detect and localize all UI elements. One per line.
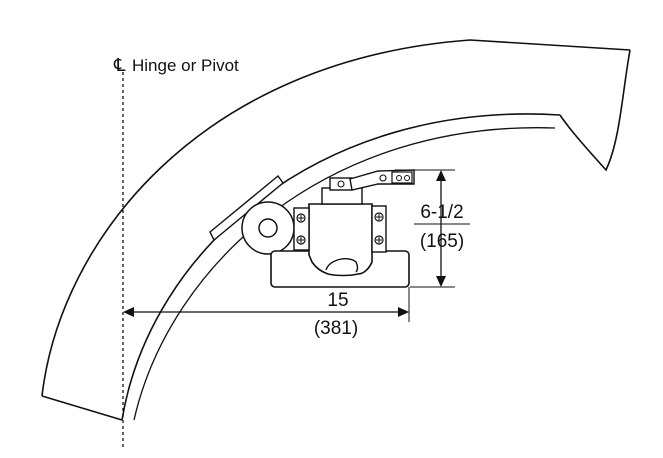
width-mm-label: (381): [314, 318, 358, 339]
door-end-top: [559, 49, 631, 172]
door-outer-arc: [41, 39, 631, 397]
closer-valve: [325, 258, 359, 273]
door-end-bottom: [41, 395, 123, 421]
width-inches-label: 15: [327, 290, 348, 311]
centerline-symbol: ℄: [113, 55, 126, 75]
width-arrow-left: [123, 307, 134, 317]
arm-shoe: [391, 171, 413, 184]
mounting-plate: [209, 174, 284, 242]
width-arrow-right: [398, 307, 409, 317]
hinge-label: Hinge or Pivot: [132, 56, 239, 75]
closer-main-body: [308, 203, 373, 277]
height-arrow-top: [436, 170, 446, 181]
arm-pivot-screw: [337, 180, 345, 188]
height-mm-label: (165): [420, 231, 464, 252]
pinion-cap-inner: [258, 218, 278, 238]
height-inches-label: 6-1/2: [420, 202, 463, 223]
height-arrow-bottom: [436, 276, 446, 287]
